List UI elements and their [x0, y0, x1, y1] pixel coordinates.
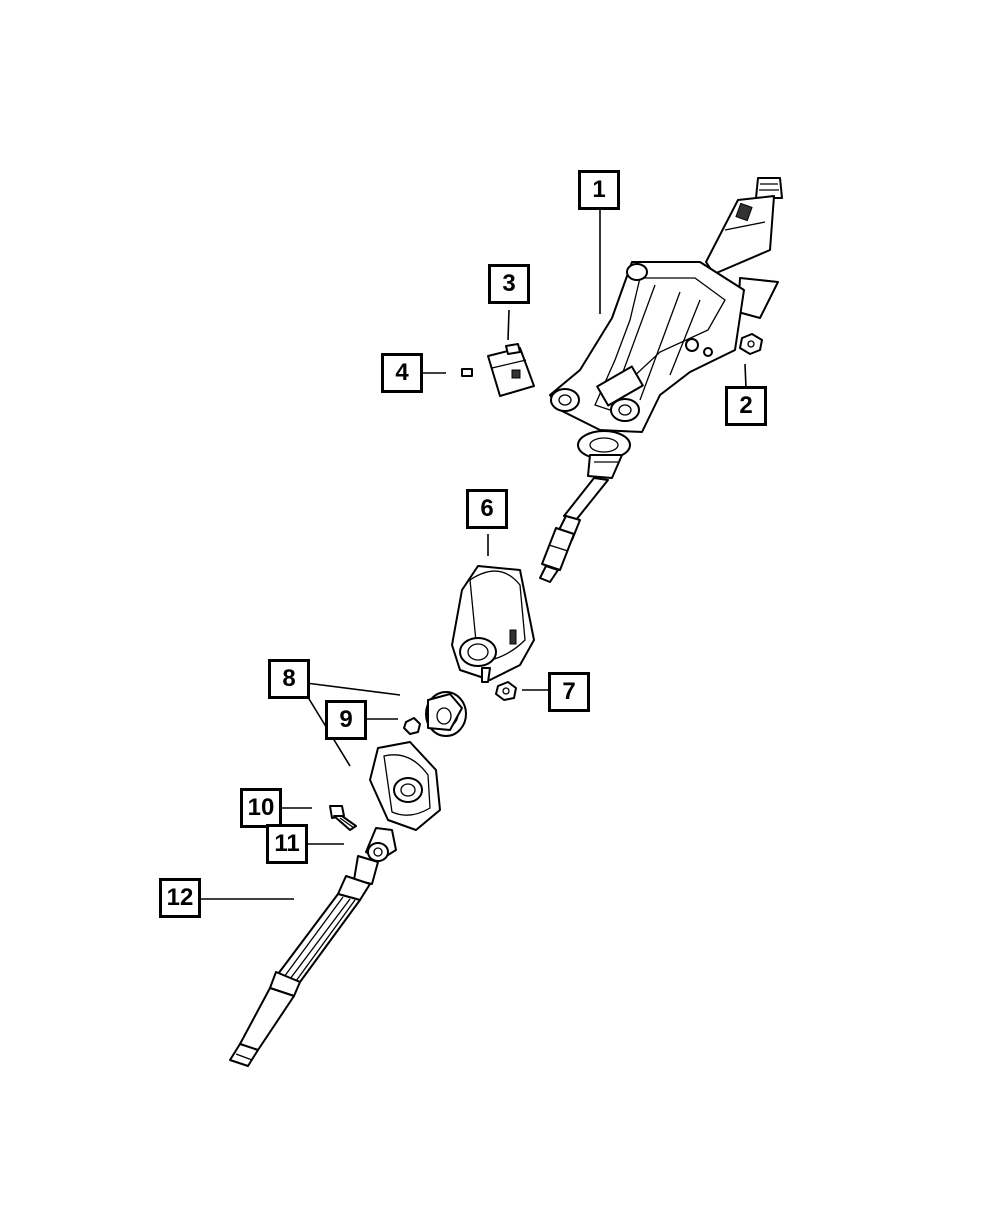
callout-3: 3	[488, 264, 530, 304]
module-part-3	[487, 343, 535, 397]
callout-1: 1	[578, 170, 620, 210]
nut-part-2	[739, 333, 763, 355]
callout-12: 12	[159, 878, 201, 918]
nut-part-9	[403, 717, 421, 735]
bearing-part-8	[425, 691, 467, 737]
steering-column-assembly	[539, 177, 783, 583]
callout-11: 11	[266, 824, 308, 864]
callout-8: 8	[268, 659, 310, 699]
seal-plate	[369, 741, 441, 831]
callout-9: 9	[325, 700, 367, 740]
leader-lines	[201, 210, 747, 900]
universal-joint-part-11	[353, 827, 397, 885]
screw-part-4	[461, 368, 473, 377]
callout-10: 10	[240, 788, 282, 828]
intermediate-shaft-part-12	[229, 875, 371, 1067]
callout-6: 6	[466, 489, 508, 529]
callout-7: 7	[548, 672, 590, 712]
bolt-part-10	[329, 805, 357, 831]
nut-part-7	[495, 681, 517, 701]
callout-2: 2	[725, 386, 767, 426]
callout-4: 4	[381, 353, 423, 393]
boot-seal-part-6	[451, 565, 535, 683]
